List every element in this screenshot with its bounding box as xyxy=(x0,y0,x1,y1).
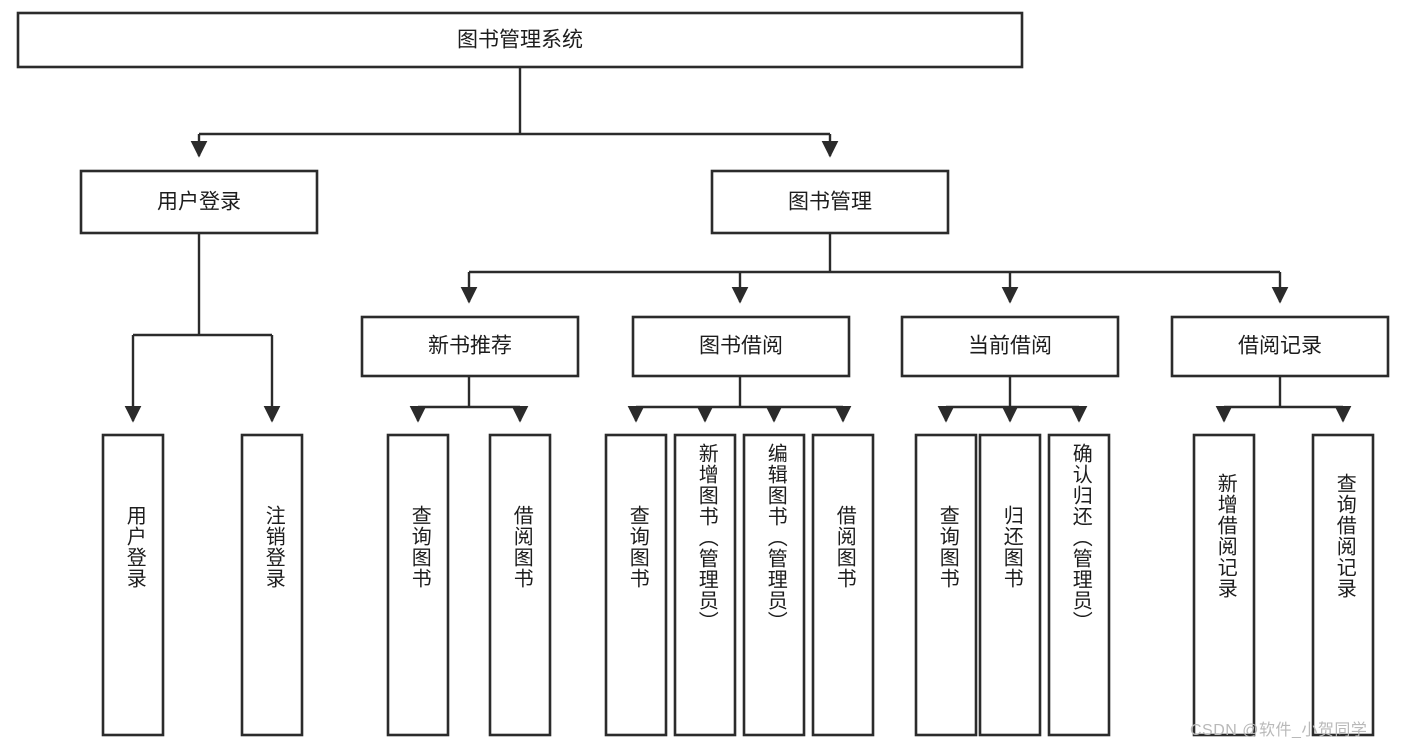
node-book-management-label: 图书管理 xyxy=(788,191,872,214)
node-leaf-query-record[interactable] xyxy=(1311,433,1375,737)
node-current-borrow-label: 当前借阅 xyxy=(968,335,1052,358)
node-leaf-add-record[interactable] xyxy=(1192,433,1256,737)
node-user-login[interactable] xyxy=(79,169,319,235)
node-book-borrow-label: 图书借阅 xyxy=(699,335,783,358)
connector-new-book-recommend-to-leaves xyxy=(409,376,529,423)
node-book-management[interactable] xyxy=(710,169,950,235)
node-user-login-label: 用户登录 xyxy=(157,191,241,214)
connector-current-borrow-to-leaves xyxy=(937,376,1088,423)
node-borrow-record-label: 借阅记录 xyxy=(1238,335,1322,358)
node-leaf-query-book-2[interactable] xyxy=(604,433,668,737)
node-leaf-query-book-1[interactable] xyxy=(386,433,450,737)
node-borrow-record[interactable] xyxy=(1170,315,1390,378)
connector-book-borrow-to-leaves xyxy=(627,376,852,423)
connector-borrow-record-to-leaves xyxy=(1215,376,1352,423)
node-leaf-return-book[interactable] xyxy=(978,433,1042,737)
node-leaf-edit-book[interactable] xyxy=(742,433,806,737)
node-new-book-recommend-label: 新书推荐 xyxy=(428,335,512,358)
connector-book-management-to-level3 xyxy=(460,233,1289,304)
node-root-label: 图书管理系统 xyxy=(457,29,583,52)
node-leaf-borrow-book-2[interactable] xyxy=(811,433,875,737)
node-leaf-add-book[interactable] xyxy=(673,433,737,737)
node-leaf-logout[interactable] xyxy=(240,433,304,737)
node-current-borrow[interactable] xyxy=(900,315,1120,378)
node-leaf-borrow-book-1[interactable] xyxy=(488,433,552,737)
node-leaf-query-book-3[interactable] xyxy=(914,433,978,737)
node-book-borrow[interactable] xyxy=(631,315,851,378)
node-leaf-confirm-return[interactable] xyxy=(1047,433,1111,737)
node-new-book-recommend[interactable] xyxy=(360,315,580,378)
node-root[interactable] xyxy=(16,11,1024,69)
connector-user-login-to-leaves xyxy=(124,233,281,423)
csdn-watermark: CSDN @软件_小贺同学 xyxy=(1190,722,1368,739)
node-leaf-user-login[interactable] xyxy=(101,433,165,737)
connector-root-to-level2 xyxy=(190,67,839,158)
